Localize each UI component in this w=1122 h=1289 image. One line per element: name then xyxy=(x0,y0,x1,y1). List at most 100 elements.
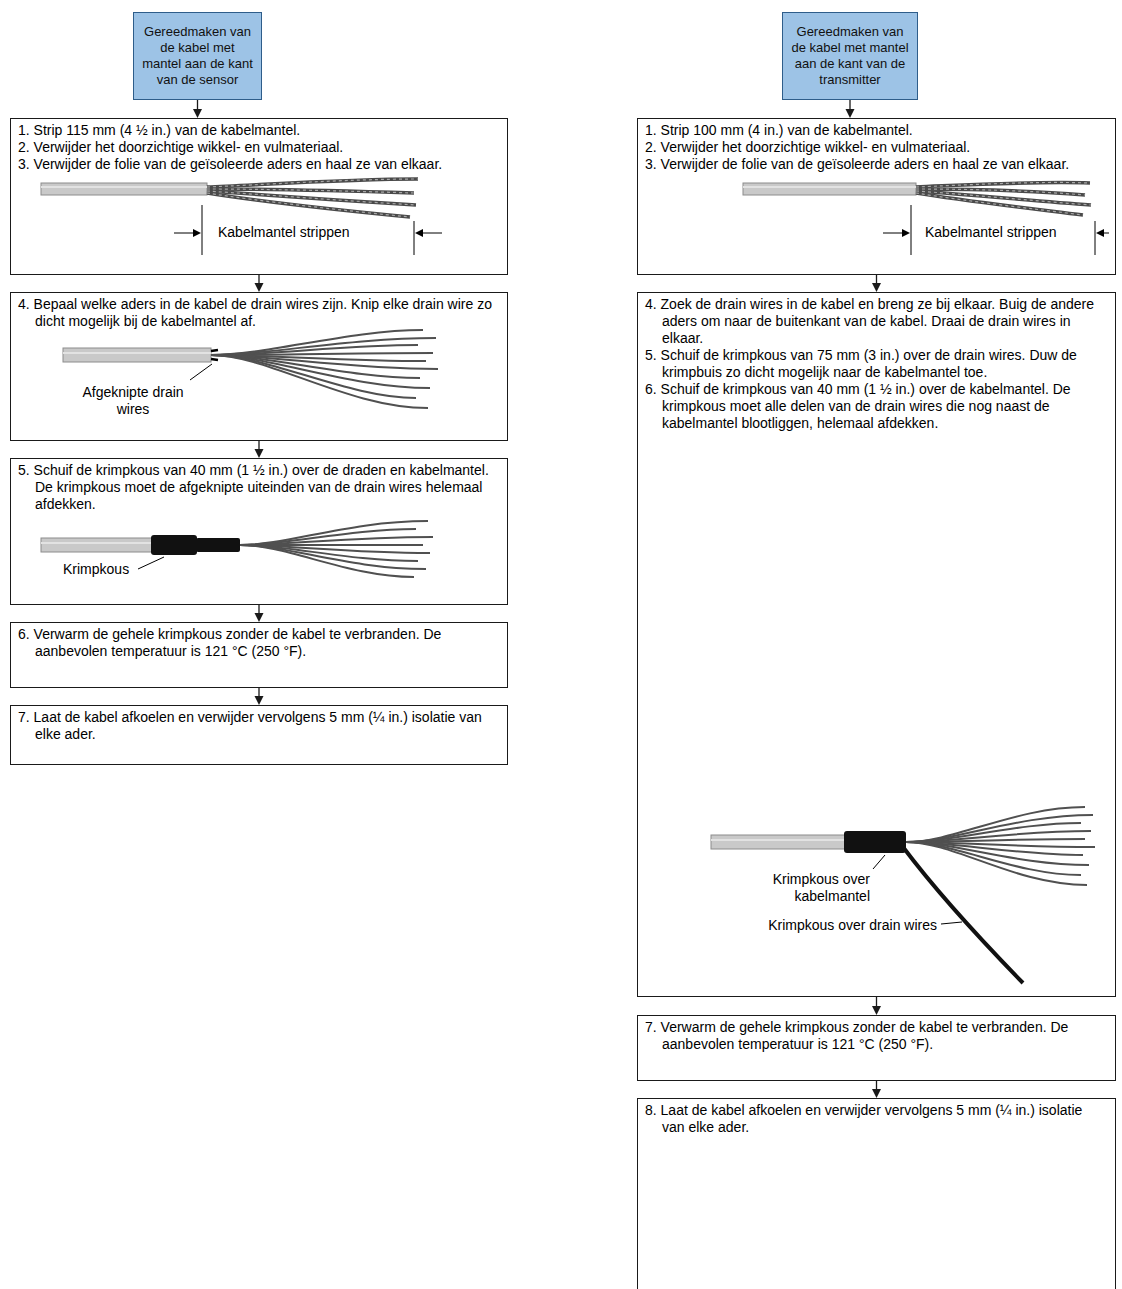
shrink-tube xyxy=(151,535,197,555)
leader-line xyxy=(138,557,164,569)
step-text: 7. Verwarm de gehele krimpkous zonder de… xyxy=(645,1019,1108,1053)
box-title: Gereedmaken van de kabel met mantel aan … xyxy=(139,24,256,88)
step-text: 3. Verwijder de folie van de geïsoleerde… xyxy=(645,156,1108,173)
arrow-head xyxy=(846,109,855,118)
dimension-lines xyxy=(911,205,912,255)
arrow-head xyxy=(872,1089,881,1098)
twisted-pairs xyxy=(207,189,414,193)
cable-drawing xyxy=(18,515,502,600)
step-text: 2. Verwijder het doorzichtige wikkel- en… xyxy=(645,139,1108,156)
step-text: 8. Laat de kabel afkoelen en verwijder v… xyxy=(645,1102,1108,1136)
cable-illustration: Krimpkous over kabelmantelKrimpkous over… xyxy=(645,793,1110,988)
twisted-pairs xyxy=(916,191,1091,205)
step-text: 4. Zoek de drain wires in de kabel en br… xyxy=(645,296,1108,347)
dimension-lines xyxy=(193,229,201,237)
start-box: Gereedmaken van de kabel met mantel aan … xyxy=(782,12,918,100)
step-box: 1. Strip 100 mm (4 in.) van de kabelmant… xyxy=(637,118,1116,275)
connector-line xyxy=(876,997,877,1007)
cable-illustration: Afgeknipte drain wires xyxy=(18,332,502,437)
leader-line xyxy=(873,855,885,869)
flow-arrow xyxy=(255,605,264,622)
arrow-head xyxy=(872,283,881,292)
flow-arrow xyxy=(872,1081,881,1098)
wires xyxy=(211,330,423,355)
leader-line xyxy=(941,922,962,924)
cable-illustration: Krimpkous xyxy=(18,515,502,600)
cable-jacket xyxy=(711,839,846,841)
dimension-lines xyxy=(902,229,910,237)
connector-line xyxy=(197,100,198,110)
twisted-pairs xyxy=(207,179,418,187)
wires xyxy=(240,545,414,577)
dimension-lines xyxy=(414,221,415,255)
shrink-tube xyxy=(151,535,240,555)
step-box: 5. Schuif de krimpkous van 40 mm (1 ½ in… xyxy=(10,458,508,605)
connector-line xyxy=(258,275,259,284)
connector-line xyxy=(258,605,259,614)
cable-jacket xyxy=(711,835,846,849)
dimension-lines xyxy=(202,205,203,255)
flow-arrow xyxy=(872,997,881,1015)
cable-jacket xyxy=(711,835,846,849)
step-box: 1. Strip 115 mm (4 ½ in.) van de kabelma… xyxy=(10,118,508,275)
step-text: 2. Verwijder het doorzichtige wikkel- en… xyxy=(18,139,500,156)
connector-line xyxy=(258,688,259,697)
cable-drawing xyxy=(18,175,502,257)
step-box: 7. Laat de kabel afkoelen en verwijder v… xyxy=(10,705,508,765)
step-text: 5. Schuif de krimpkous van 40 mm (1 ½ in… xyxy=(18,462,500,513)
cut-drain-wires xyxy=(211,350,218,351)
flow-arrow xyxy=(255,441,264,458)
dimension-lines xyxy=(883,233,903,234)
step-box: 6. Verwarm de gehele krimpkous zonder de… xyxy=(10,622,508,688)
dimension-lines xyxy=(422,233,442,234)
flow-arrow xyxy=(255,688,264,705)
part-label: Kabelmantel strippen xyxy=(218,224,350,241)
part-label: Krimpkous xyxy=(63,561,129,578)
cable-drawing xyxy=(645,175,1110,257)
wires xyxy=(906,842,1081,875)
wires xyxy=(211,355,428,408)
step-text: 6. Verwarm de gehele krimpkous zonder de… xyxy=(18,626,500,660)
wires xyxy=(240,521,433,577)
dimension-lines xyxy=(1096,229,1104,237)
wires xyxy=(240,521,428,545)
part-label: Krimpkous over kabelmantel xyxy=(745,871,870,905)
twisted-pairs xyxy=(207,179,418,187)
shrink-tube xyxy=(844,831,906,853)
arrow-head xyxy=(255,449,264,458)
dimension-lines xyxy=(1095,221,1096,255)
flow-arrow xyxy=(255,275,264,292)
cable-jacket xyxy=(41,186,207,188)
connector-line xyxy=(876,275,877,284)
cable-illustration: Kabelmantel strippen xyxy=(645,175,1110,257)
twisted-pairs xyxy=(916,193,1083,215)
twisted-pairs xyxy=(916,182,1090,187)
cable-illustration: Kabelmantel strippen xyxy=(18,175,502,257)
cable-jacket xyxy=(41,183,207,195)
cable-jacket xyxy=(743,183,916,195)
drain-wire-tube xyxy=(903,847,1023,983)
arrow-head xyxy=(255,613,264,622)
start-box: Gereedmaken van de kabel met mantel aan … xyxy=(133,12,262,100)
leader-line xyxy=(190,364,212,380)
part-label: Krimpkous over drain wires xyxy=(745,917,937,934)
box-title: Gereedmaken van de kabel met mantel aan … xyxy=(788,24,912,88)
step-text: 5. Schuif de krimpkous van 75 mm (3 in.)… xyxy=(645,347,1108,381)
cable-jacket xyxy=(743,183,916,195)
step-text: 6. Schuif de krimpkous van 40 mm (1 ½ in… xyxy=(645,381,1108,432)
cable-drawing xyxy=(645,793,1110,988)
cable-jacket xyxy=(41,183,207,195)
cable-jacket xyxy=(63,348,211,362)
part-label: Kabelmantel strippen xyxy=(925,224,1057,241)
twisted-pairs xyxy=(916,182,1091,215)
shrink-tube xyxy=(196,538,240,552)
twisted-pairs xyxy=(207,179,418,217)
cable-jacket xyxy=(743,186,916,188)
step-box: 4. Zoek de drain wires in de kabel en br… xyxy=(637,292,1116,997)
arrow-head xyxy=(255,696,264,705)
arrow-head xyxy=(255,283,264,292)
wires xyxy=(906,842,1087,885)
twisted-pairs xyxy=(916,182,1090,187)
connector-line xyxy=(258,441,259,450)
